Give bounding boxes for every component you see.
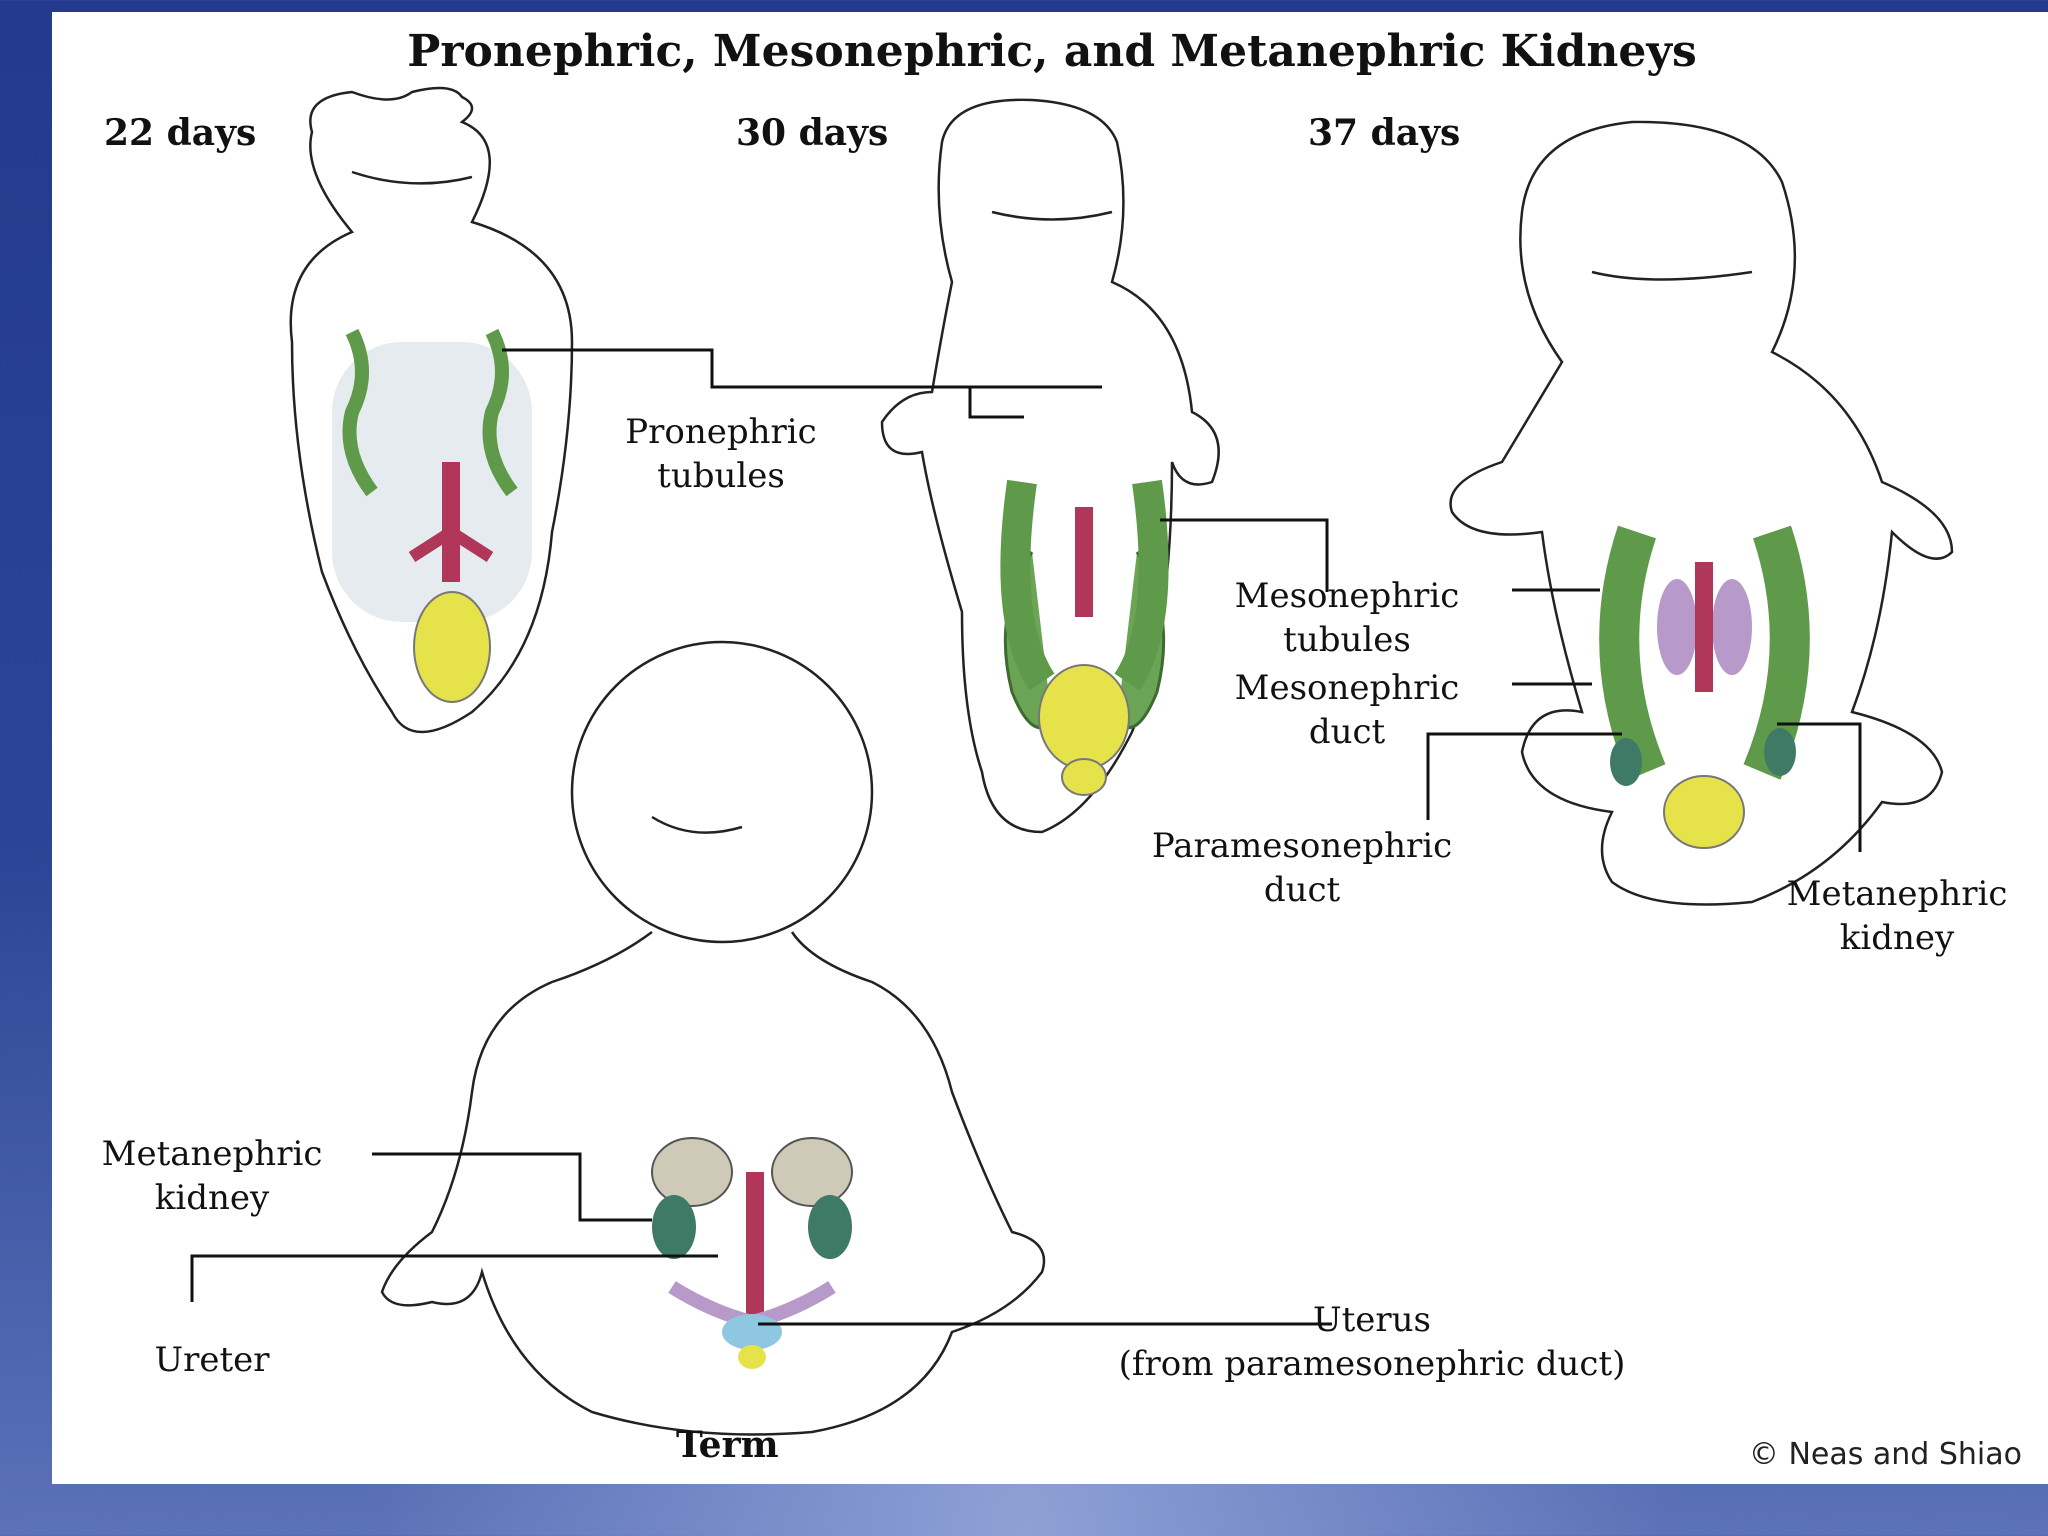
copyright-credit: © Neas and Shiao <box>1748 1437 2022 1472</box>
stage-label-37-days: 37 days <box>1308 112 1461 154</box>
label-metanephric-kidney-term: Metanephric kidney <box>101 1134 323 1218</box>
stage-label-22-days: 22 days <box>104 112 257 154</box>
figure-panel: Pronephric, Mesonephric, and Metanephric… <box>52 12 2048 1484</box>
embryo-22-days <box>289 86 574 734</box>
label-uterus: Uterus (from paramesonephric duct) <box>1118 1300 1626 1384</box>
label-ureter: Ureter <box>154 1340 270 1380</box>
embryo-diagram <box>190 86 1954 1436</box>
embryo-37-days <box>1449 120 1954 906</box>
label-mesonephric-tubules: Mesonephric tubules <box>1234 576 1460 660</box>
leader-pronephric-tubules-branch <box>968 387 1024 419</box>
label-mesonephric-duct: Mesonephric duct <box>1234 668 1460 752</box>
leader-metanephric-kidney-term <box>372 1152 652 1222</box>
label-pronephric-tubules: Pronephric tubules <box>625 412 817 496</box>
infant-term <box>380 640 1046 1436</box>
stage-label-30-days: 30 days <box>736 112 889 154</box>
label-paramesonephric-duct: Paramesonephric duct <box>1151 826 1453 910</box>
leader-mesonephric-tubules <box>1160 518 1329 592</box>
leader-pronephric-tubules <box>502 348 1102 389</box>
label-metanephric-kidney-37: Metanephric kidney <box>1786 874 2008 958</box>
diagram-title: Pronephric, Mesonephric, and Metanephric… <box>407 26 1697 77</box>
embryo-30-days <box>880 98 1220 834</box>
leader-metanephric-kidney-37 <box>1777 722 1862 852</box>
leader-paramesonephric-duct <box>1426 732 1622 820</box>
leader-ureter <box>190 1254 718 1302</box>
stage-label-term: Term <box>676 1424 779 1466</box>
